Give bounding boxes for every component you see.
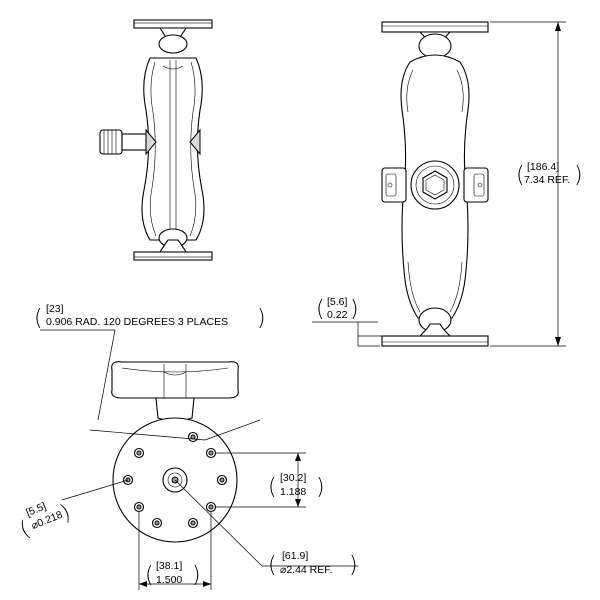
hole-spacing-metric: [30.2] <box>280 472 306 484</box>
svg-text:(: ( <box>516 163 525 188</box>
front-view-arm <box>381 21 489 347</box>
overall-length-dimension <box>490 21 566 347</box>
ball-offset-dimension <box>312 321 382 347</box>
svg-text:): ) <box>316 475 325 500</box>
radius-imperial: 0.906 RAD. 120 DEGREES 3 PLACES <box>46 316 228 328</box>
plate-width-metric: [38.1] <box>156 560 182 572</box>
plate-width-dimension <box>138 511 212 590</box>
plate-width-imperial: 1.500 <box>156 574 182 586</box>
svg-text:): ) <box>192 563 201 588</box>
plate-diameter-leader <box>174 479 358 567</box>
plate-view <box>111 361 239 543</box>
svg-text:): ) <box>574 163 583 188</box>
radius-leader <box>40 329 261 441</box>
side-view-arm <box>99 19 213 261</box>
svg-text:(: ( <box>268 553 277 578</box>
hole-spacing-dimension <box>215 452 306 508</box>
radius-metric: [23] <box>46 303 64 315</box>
hole-diameter-leader <box>61 479 129 501</box>
svg-text:): ) <box>350 297 359 322</box>
plate-diameter-imperial: ⌀2.44 REF. <box>280 564 332 576</box>
svg-text:): ) <box>349 553 358 578</box>
ball-offset-imperial: 0.22 <box>327 309 348 321</box>
plate-diameter-metric: [61.9] <box>282 550 308 562</box>
svg-text:): ) <box>257 306 266 331</box>
overall-length-imperial: 7.34 REF. <box>524 174 570 186</box>
overall-length-metric: [186.4] <box>527 161 559 173</box>
svg-text:(: ( <box>145 563 154 588</box>
ball-offset-metric: [5.6] <box>327 296 348 308</box>
svg-text:(: ( <box>34 306 43 331</box>
svg-text:(: ( <box>316 297 325 322</box>
hole-spacing-imperial: 1.188 <box>280 486 306 498</box>
svg-text:(: ( <box>268 475 277 500</box>
